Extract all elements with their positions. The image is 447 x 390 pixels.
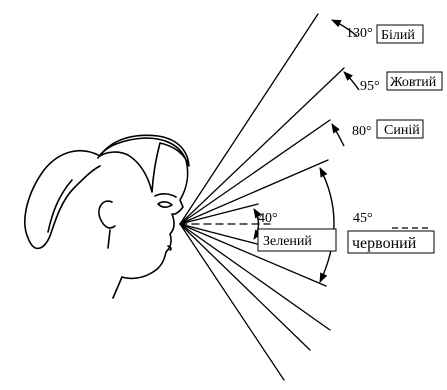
angle-arcs	[253, 19, 360, 283]
color-red: червоний	[352, 235, 417, 252]
ray-45-lower	[179, 223, 327, 287]
hair-top	[99, 134, 190, 193]
face-outline	[97, 137, 189, 299]
ray-95-lower	[179, 223, 311, 351]
neck-back	[107, 229, 111, 249]
label-box-blue	[376, 119, 424, 139]
arc-95	[343, 71, 360, 91]
label-box-green	[257, 228, 337, 252]
ponytail	[24, 149, 101, 250]
color-blue: Синій	[384, 123, 420, 138]
angle-45: 45°	[353, 211, 373, 226]
angle-40: 40°	[258, 211, 278, 226]
ray-40-upper	[179, 203, 259, 225]
labels: 130° Білий 95° Жовтий 80° Синій 45° черв…	[257, 24, 443, 254]
color-green: Зелений	[263, 234, 312, 249]
label-box-yellow	[386, 71, 443, 91]
ray-80-lower	[179, 223, 331, 331]
rays	[179, 13, 345, 381]
ray-40-lower	[179, 223, 258, 245]
mouth	[167, 245, 172, 251]
head-profile	[24, 134, 190, 299]
eye	[157, 201, 173, 208]
arc-40	[253, 208, 262, 240]
arc-45	[319, 167, 335, 283]
label-box-white	[376, 24, 424, 44]
ray-95-upper	[179, 67, 345, 225]
angle-80: 80°	[352, 124, 372, 139]
ray-80-upper	[179, 119, 331, 225]
color-yellow: Жовтий	[390, 75, 437, 90]
ponytail-inner	[47, 179, 73, 233]
eyebrow	[154, 193, 177, 198]
arc-130	[331, 19, 358, 37]
ray-130-upper	[179, 13, 319, 225]
ray-130-lower	[179, 223, 285, 381]
color-white: Білий	[381, 28, 415, 43]
arc-80	[331, 123, 345, 147]
label-box-red	[347, 230, 435, 254]
ray-45-upper	[179, 159, 329, 225]
angle-130: 130°	[346, 26, 373, 41]
angle-95: 95°	[360, 79, 380, 94]
ear	[98, 200, 116, 229]
